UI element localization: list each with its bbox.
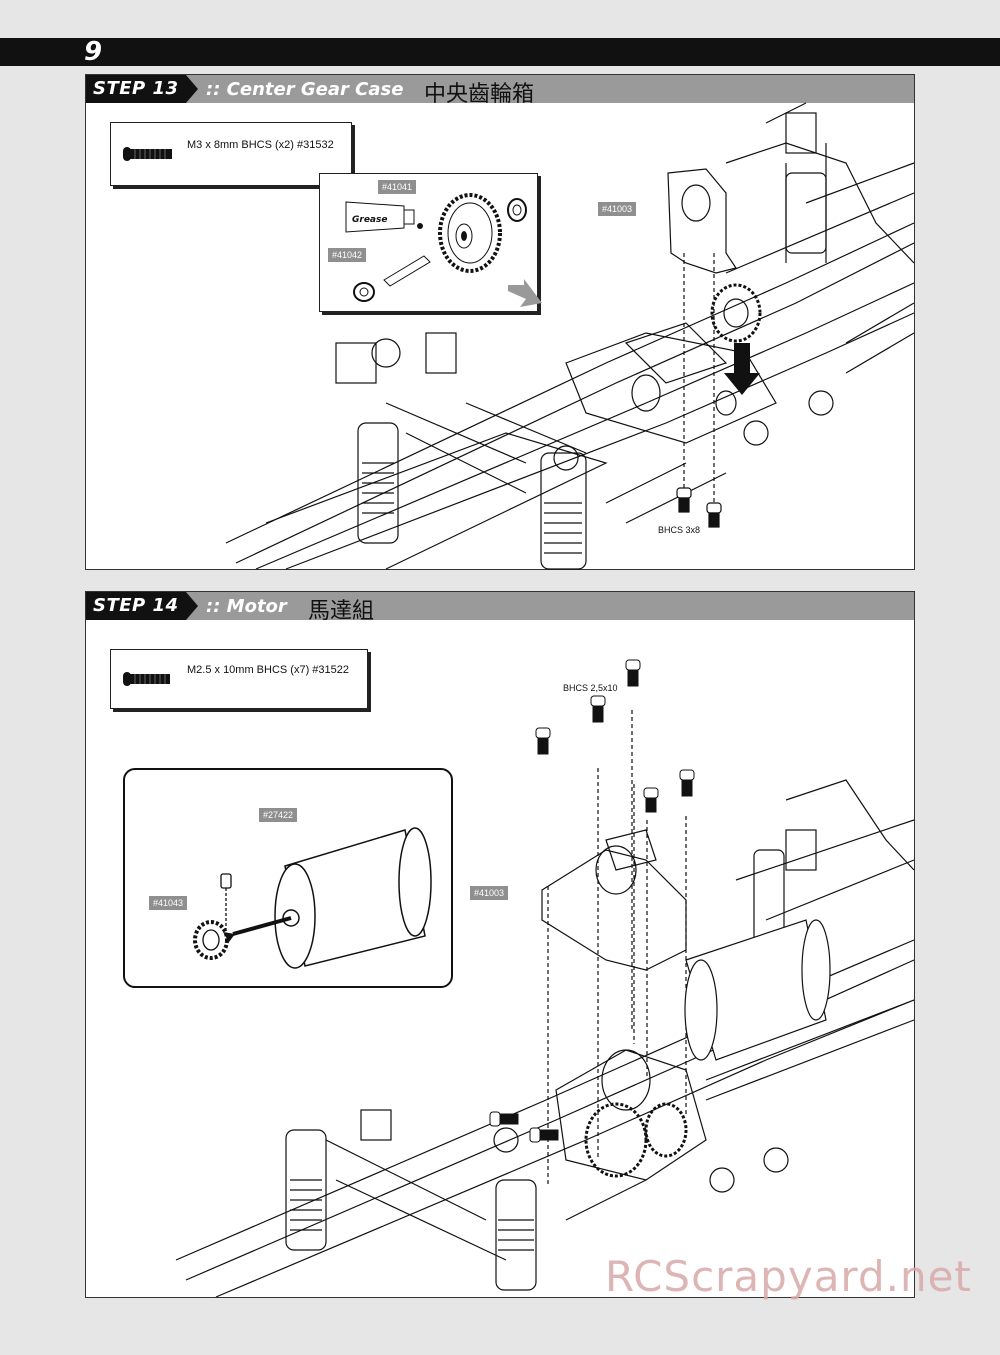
step-14-parts-text: M2.5 x 10mm BHCS (x7) #31522 bbox=[187, 664, 350, 676]
step-13-label: STEP 13 bbox=[93, 78, 179, 99]
chassis-drawing bbox=[225, 102, 915, 570]
page-header-bar bbox=[0, 38, 1000, 66]
watermark: RCScrapyard.net bbox=[605, 1252, 972, 1301]
step-14-label: STEP 14 bbox=[93, 595, 179, 616]
step-14-panel: STEP 14 :: Motor 馬達組 M2.5 x 10mm BHCS (x… bbox=[85, 591, 915, 1298]
step-14-tag: STEP 14 bbox=[86, 592, 198, 620]
step-13-parts-text: M3 x 8mm BHCS (x2) #31532 bbox=[187, 139, 334, 151]
step-13-gear-subassembly-box: #41041 #41042 Grease bbox=[319, 173, 538, 312]
screw-icon bbox=[123, 147, 172, 161]
step-13-panel: STEP 13 :: Center Gear Case 中央齒輪箱 M3 x 8… bbox=[85, 74, 915, 570]
screw-icon bbox=[123, 672, 170, 686]
page-number: 9 bbox=[84, 37, 103, 67]
grease-label: Grease bbox=[352, 215, 387, 225]
part-tag-41043: #41043 bbox=[149, 896, 188, 910]
step-14-title-cn: 馬達組 bbox=[308, 599, 375, 624]
step-14-parts-box: M2.5 x 10mm BHCS (x7) #31522 bbox=[110, 649, 368, 709]
step-13-tag: STEP 13 bbox=[86, 75, 198, 103]
bearing-icon bbox=[507, 198, 527, 222]
part-tag-41041: #41041 bbox=[378, 180, 417, 194]
spur-gear-icon bbox=[438, 193, 502, 273]
chassis-drawing bbox=[175, 659, 915, 1298]
motor-icon bbox=[232, 827, 432, 969]
step-13-parts-box: M3 x 8mm BHCS (x2) #31532 bbox=[110, 122, 352, 186]
part-tag-41003-step13: #41003 bbox=[598, 202, 637, 216]
step-14-motor-subassembly-box: #27422 #41043 bbox=[123, 768, 453, 988]
grease-tube-icon: Grease bbox=[345, 201, 423, 233]
bearing-icon-2 bbox=[353, 282, 375, 302]
step-13-header: STEP 13 :: Center Gear Case 中央齒輪箱 bbox=[86, 75, 914, 107]
part-tag-41042: #41042 bbox=[328, 248, 367, 262]
step-14-title: :: Motor bbox=[206, 596, 287, 617]
step-13-screw-label: BHCS 3x8 bbox=[658, 525, 701, 535]
step-14-header: STEP 14 :: Motor 馬達組 bbox=[86, 592, 914, 624]
part-tag-27422: #27422 bbox=[259, 808, 298, 822]
step-14-screw-label: BHCS 2,5x10 bbox=[563, 683, 618, 693]
step-13-title: :: Center Gear Case bbox=[206, 79, 404, 100]
pinion-icon bbox=[193, 873, 235, 960]
part-tag-41003-step14: #41003 bbox=[470, 886, 509, 900]
step-13-title-cn: 中央齒輪箱 bbox=[424, 82, 535, 107]
arrow-icon bbox=[508, 279, 542, 307]
shaft-icon bbox=[383, 255, 431, 287]
